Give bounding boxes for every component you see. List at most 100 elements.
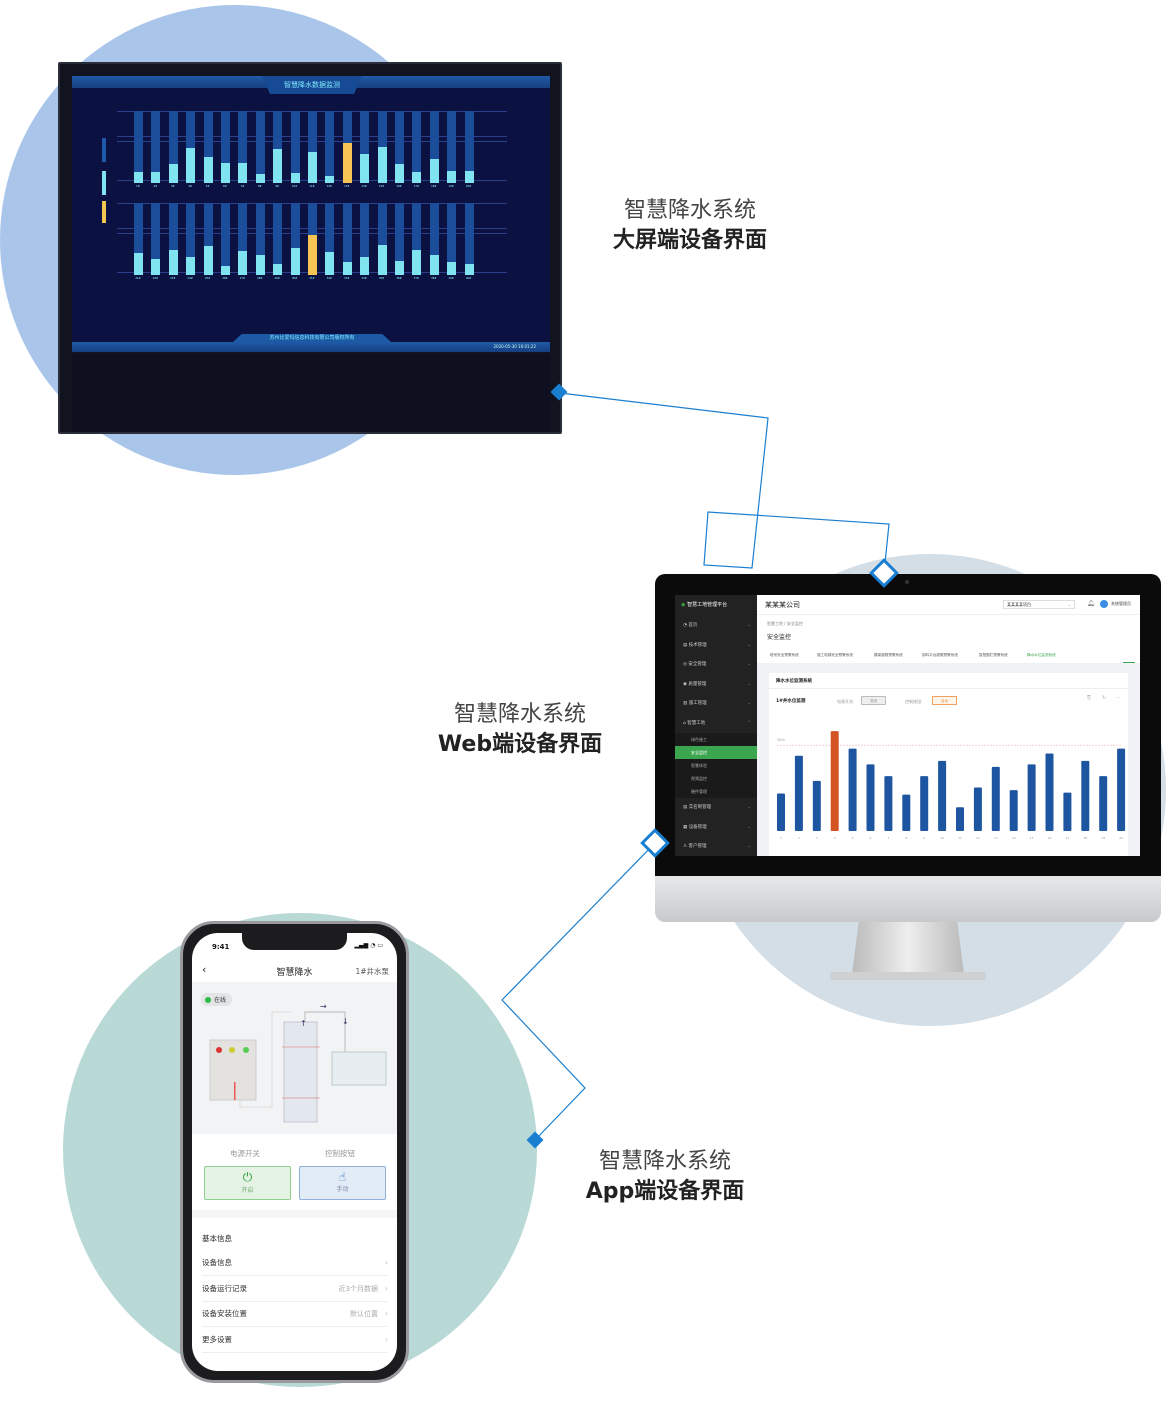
dashboard-bar: [429, 203, 439, 275]
dashboard-bar: [186, 203, 196, 275]
dashboard-bar-fill: [308, 152, 317, 183]
x-tick-label: 12: [976, 836, 980, 840]
manual-control-button[interactable]: ☝手动: [299, 1166, 386, 1200]
list-item[interactable]: 设备运行记录近3个月数据›: [202, 1276, 388, 1302]
bar-label: 11#: [309, 185, 315, 188]
page-header: 智慧工地 / 安全监控 安全监控 塔吊安全预警系统施工电梯安全预警系统模架超载预…: [757, 615, 1140, 663]
sidebar-item[interactable]: ♙ 客户管理⌄: [675, 837, 757, 856]
list-item[interactable]: 更多设置›: [202, 1327, 388, 1353]
screen-base-panel: [72, 354, 550, 432]
bar-label: 6#: [223, 185, 227, 188]
dashboard-bar-fill: [151, 172, 161, 183]
sidebar-item[interactable]: ▦ 设备管理⌄: [675, 818, 757, 838]
submenu-item[interactable]: 智慧体验: [675, 759, 757, 772]
list-item[interactable]: 设备安装位置默认位置›: [202, 1301, 388, 1327]
list-item-label: 设备安装位置: [202, 1309, 247, 1318]
chevron-icon: ⌄: [747, 681, 751, 687]
tab-3[interactable]: 卸料平台超载预警系统: [922, 653, 958, 657]
control-mode-button[interactable]: 自动: [932, 696, 957, 705]
breadcrumb[interactable]: 智慧工地 / 安全监控: [767, 621, 803, 626]
sidebar-item[interactable]: ▤ 实名制管理⌄: [675, 798, 757, 818]
sidebar-item[interactable]: ◎ 安全管理⌄: [675, 655, 757, 675]
sidebar-item[interactable]: ⌂ 智慧工地⌃: [675, 714, 757, 734]
monitor-card: 降水水位监测系统 1#井水位监测 电源开关: 关闭 控制按钮: 自动 ⎘ ↻ ⋯…: [769, 673, 1128, 856]
dashboard-bar-fill: [134, 253, 143, 275]
power-on-button[interactable]: ⏻开启: [204, 1166, 291, 1200]
sidebar-item[interactable]: ▤ 技术管理⌄: [675, 636, 757, 656]
project-select[interactable]: 某某某某项目⌄: [1003, 600, 1075, 609]
power-toggle-button[interactable]: 关闭: [861, 696, 886, 705]
chevron-icon: ⌄: [747, 701, 751, 706]
dashboard-bar-fill: [377, 147, 387, 183]
chart-bar: [920, 776, 929, 831]
section-divider: [192, 1210, 397, 1218]
chart-bar: [991, 766, 1000, 831]
dashboard-bar-fill: [360, 154, 370, 183]
dashboard-bar-fill: [429, 159, 439, 183]
red-light-icon: [216, 1047, 222, 1053]
sidebar-item-label: 首页: [688, 623, 698, 628]
chart-bar: [1027, 764, 1036, 831]
chart-bar: [777, 793, 785, 831]
bar-label: 17#: [413, 185, 420, 188]
submenu-item[interactable]: 视频监控: [675, 772, 757, 785]
green-light-icon: [243, 1047, 249, 1053]
arrow-down-icon: ↓: [342, 1017, 349, 1026]
bar-label: 31#: [309, 277, 315, 280]
submenu-item[interactable]: 安全监控: [675, 746, 757, 759]
tab-4[interactable]: 智慧围栏预警系统: [979, 653, 1008, 657]
tab-0[interactable]: 塔吊安全预警系统: [770, 653, 799, 657]
sidebar-item[interactable]: ◉ 质量管理⌄: [675, 675, 757, 695]
bar-label: 5#: [205, 185, 210, 188]
camera-dot: [905, 580, 909, 584]
platform-logo[interactable]: ◉ 智慧工地管理平台: [681, 601, 727, 608]
web-app: ◉ 智慧工地管理平台 ◔ 首页⌄▤ 技术管理⌄◎ 安全管理⌄◉ 质量管理⌄▥ 施…: [675, 595, 1140, 856]
chart-bar: [866, 764, 875, 831]
chevron-right-icon: ›: [385, 1258, 388, 1267]
monitor-stand: [852, 922, 964, 974]
bar-label: 2#: [153, 185, 158, 188]
status-badge: 在线: [201, 993, 233, 1006]
sidebar-item[interactable]: ▥ 施工管理⌄: [675, 694, 757, 714]
dashboard-bar-fill: [273, 149, 283, 183]
export-icon[interactable]: ⎘: [1087, 695, 1092, 701]
user-name[interactable]: 系统管理员: [1111, 601, 1131, 606]
tab-1[interactable]: 施工电梯安全预警系统: [817, 653, 853, 657]
dashboard-bar: [360, 203, 370, 275]
submenu-item[interactable]: 硬件管理: [675, 785, 757, 798]
dashboard-bar-fill: [395, 163, 404, 183]
avatar[interactable]: [1100, 600, 1108, 608]
signal-wifi-battery-icon: ▂▄▆ ◔ ▭: [354, 942, 383, 949]
tab-2[interactable]: 模架超载预警系统: [874, 653, 903, 657]
x-tick-label: 10: [940, 836, 944, 840]
bar-label: 39#: [448, 277, 454, 280]
more-icon[interactable]: ⋯: [1116, 695, 1121, 701]
water-level-chart: 30m30m1234567891011121314151617181920: [777, 731, 1126, 840]
x-tick-label: 6: [870, 836, 872, 840]
x-tick-label: 9: [923, 836, 925, 840]
well-name[interactable]: 1#井水泵: [355, 967, 389, 976]
menu-icon: ◔: [683, 623, 689, 628]
menu-icon: ♙: [683, 844, 689, 849]
bell-icon[interactable]: 🔔︎: [1087, 600, 1095, 607]
bar-label: 28#: [257, 277, 263, 280]
menu-icon: ▥: [683, 701, 689, 706]
chevron-icon: ⌄: [747, 623, 751, 628]
sidebar-item[interactable]: ◔ 首页 ⌄: [675, 616, 757, 636]
power-button-label: 开启: [241, 1187, 254, 1194]
dashboard-bar: [447, 111, 457, 183]
dashboard-bar: [290, 111, 300, 183]
chart-bar: [830, 731, 839, 831]
dashboard-bar: [412, 111, 422, 183]
list-item[interactable]: 设备信息›: [202, 1250, 388, 1276]
dashboard-bar: [151, 203, 161, 275]
tab-5[interactable]: 降水水位监测系统: [1027, 653, 1056, 657]
refresh-icon[interactable]: ↻: [1102, 695, 1107, 701]
bar-label: 32#: [326, 277, 333, 280]
dashboard-bar: [325, 111, 335, 183]
list-item-value: 默认位置: [350, 1310, 378, 1318]
card-title: 降水水位监测系统: [776, 679, 812, 684]
back-icon[interactable]: ‹: [202, 963, 207, 976]
submenu-item[interactable]: 绿色施工: [675, 733, 757, 746]
legend-swatch: [102, 171, 106, 195]
